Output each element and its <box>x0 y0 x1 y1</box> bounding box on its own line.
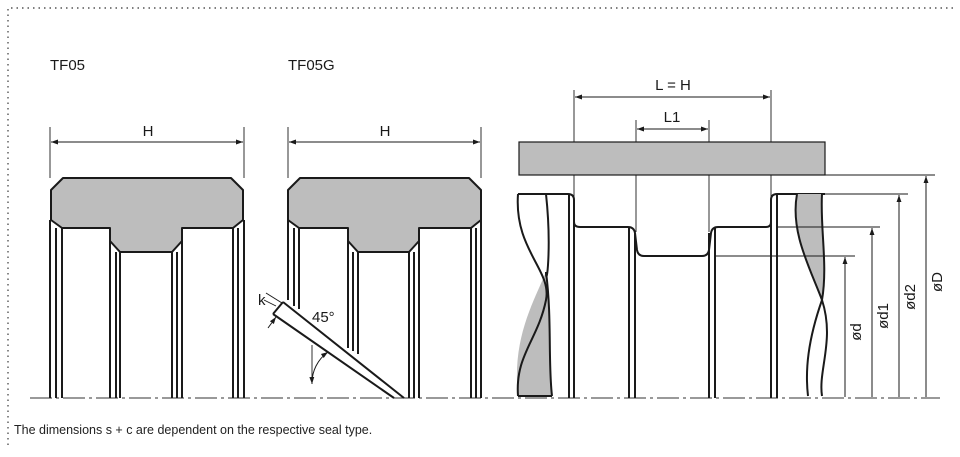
housing-break-right-fill <box>795 194 825 300</box>
tf05g-angle-arc <box>309 351 329 385</box>
tf05g-angle-label: 45° <box>312 309 335 326</box>
tf05g-scarf-cut <box>272 301 405 399</box>
housing-dim-d-label: ød <box>848 323 865 341</box>
housing-groove-contour <box>519 193 825 257</box>
tf05-title: TF05 <box>50 57 85 74</box>
tf05-dim-h-label: H <box>143 123 154 140</box>
housing-dim-D-label: øD <box>929 272 946 292</box>
housing-dim-d2-label: ød2 <box>902 284 919 310</box>
housing-dim-l1-label: L1 <box>664 109 681 126</box>
housing-break-left <box>516 193 548 397</box>
tf05-seal <box>50 177 244 253</box>
tf05g-seal <box>287 177 482 253</box>
caption-note: The dimensions s + c are dependent on th… <box>14 423 373 437</box>
tf05g-figure: TF05G H k 45° <box>258 57 482 399</box>
housing-figure: L = H L1 <box>516 77 946 398</box>
tf05g-title: TF05G <box>288 57 335 74</box>
tf05-figure: TF05 H <box>49 57 245 398</box>
tf05g-dim-h-label: H <box>380 123 391 140</box>
housing-dim-d1-label: ød1 <box>875 303 892 329</box>
tf05g-dim-k-label: k <box>258 292 266 309</box>
housing-bore <box>518 141 826 176</box>
housing-dim-lh-label: L = H <box>655 77 691 94</box>
